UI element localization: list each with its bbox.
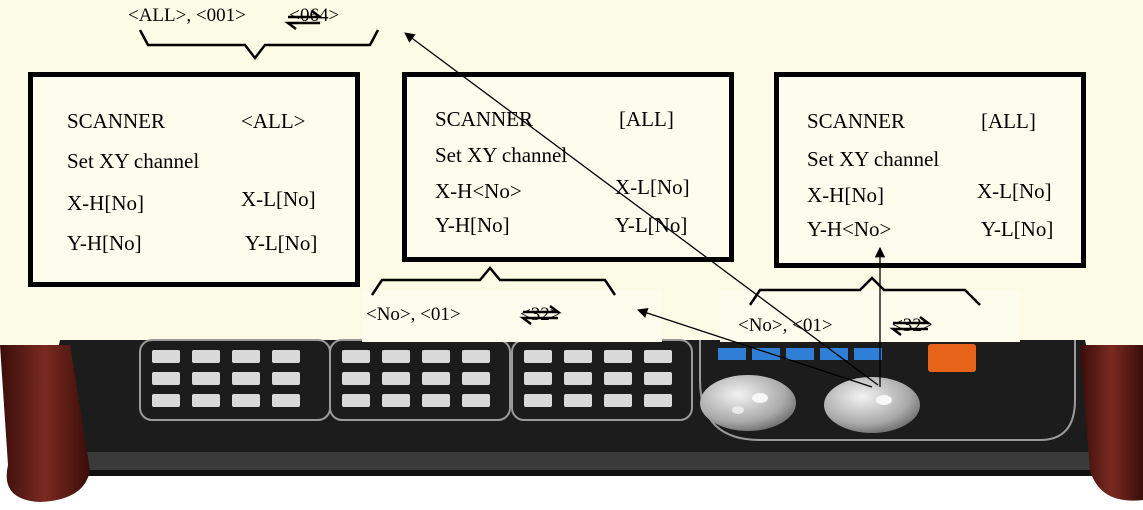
panel-selector: [ALL] [619, 107, 674, 131]
console-key [604, 372, 632, 385]
panel-subtitle: Set XY channel [67, 149, 200, 173]
left-wood-end [0, 345, 90, 502]
console-key [462, 394, 490, 407]
console-key [644, 372, 672, 385]
console-key [192, 350, 220, 363]
console-key [272, 394, 300, 407]
console-key [644, 350, 672, 363]
panel-selector: [ALL] [981, 109, 1036, 133]
orange-key [928, 344, 976, 372]
y-high-channel: Y-H[No] [67, 231, 142, 255]
console-key [382, 350, 410, 363]
console-key [152, 350, 180, 363]
console-key [604, 394, 632, 407]
x-high-channel: X-H[No] [67, 191, 144, 215]
panel-title: SCANNER [67, 109, 166, 133]
console-key [564, 394, 592, 407]
console-key [564, 350, 592, 363]
console-key [342, 394, 370, 407]
middle-brace [370, 266, 617, 296]
top-brace [138, 29, 380, 61]
x-low-channel: X-L[No] [615, 175, 690, 199]
left-trackball [700, 375, 796, 431]
range-from: <No>, <01> [366, 304, 461, 325]
console-key [152, 372, 180, 385]
console-key [232, 372, 260, 385]
panel-title: SCANNER [435, 107, 534, 131]
console-key [422, 372, 450, 385]
console-key [462, 372, 490, 385]
console-key [604, 350, 632, 363]
middle-swap-arrows-icon [519, 305, 562, 325]
console-key [192, 372, 220, 385]
panel-subtitle: Set XY channel [435, 143, 568, 167]
x-low-channel: X-L[No] [241, 187, 316, 211]
console-key [524, 350, 552, 363]
console-key [524, 372, 552, 385]
scanner-panel-3: SCANNER [ALL] Set XY channel X-H[No] X-L… [774, 72, 1086, 268]
right-swap-arrows-icon [889, 316, 932, 336]
scanner-panel-2: SCANNER [ALL] Set XY channel X-H<No> X-L… [402, 72, 734, 262]
console-key [524, 394, 552, 407]
console-key [342, 350, 370, 363]
panel-selector: <ALL> [241, 109, 306, 133]
console-key [422, 394, 450, 407]
range-from: <No>, <01> [738, 315, 833, 336]
console-key [342, 372, 370, 385]
console-key [232, 350, 260, 363]
console-front-edge [40, 452, 1105, 474]
panel-title: SCANNER [807, 109, 906, 133]
arrow-to-top-label [404, 32, 879, 386]
arrow-to-middle-label [637, 307, 873, 388]
panel-subtitle: Set XY channel [807, 147, 940, 171]
top-range-from: <ALL>, <001> [128, 5, 246, 26]
console-key [272, 350, 300, 363]
key-grid [152, 350, 672, 407]
console-key [564, 372, 592, 385]
right-trackball [824, 377, 920, 433]
console-key [382, 394, 410, 407]
console-key [382, 372, 410, 385]
console-key [644, 394, 672, 407]
top-swap-arrows-icon [284, 10, 324, 30]
top-range-label: <ALL>, <001> <064> [128, 6, 339, 25]
console-key [272, 372, 300, 385]
console-key [232, 394, 260, 407]
y-low-channel: Y-L[No] [981, 217, 1054, 241]
x-low-channel: X-L[No] [977, 179, 1052, 203]
console-key [152, 394, 180, 407]
scanner-panel-1: SCANNER <ALL> Set XY channel X-H[No] X-L… [28, 72, 360, 287]
console-key [422, 350, 450, 363]
y-low-channel: Y-L[No] [245, 231, 318, 255]
console-key [462, 350, 490, 363]
right-wood-end [1080, 345, 1143, 501]
x-high-channel: X-H<No> [435, 179, 522, 203]
x-high-channel: X-H[No] [807, 183, 884, 207]
console-key [192, 394, 220, 407]
y-high-channel: Y-H[No] [435, 213, 510, 237]
top-range-to: <064> [289, 5, 340, 26]
right-brace [748, 276, 981, 306]
y-high-channel: Y-H<No> [807, 217, 892, 241]
